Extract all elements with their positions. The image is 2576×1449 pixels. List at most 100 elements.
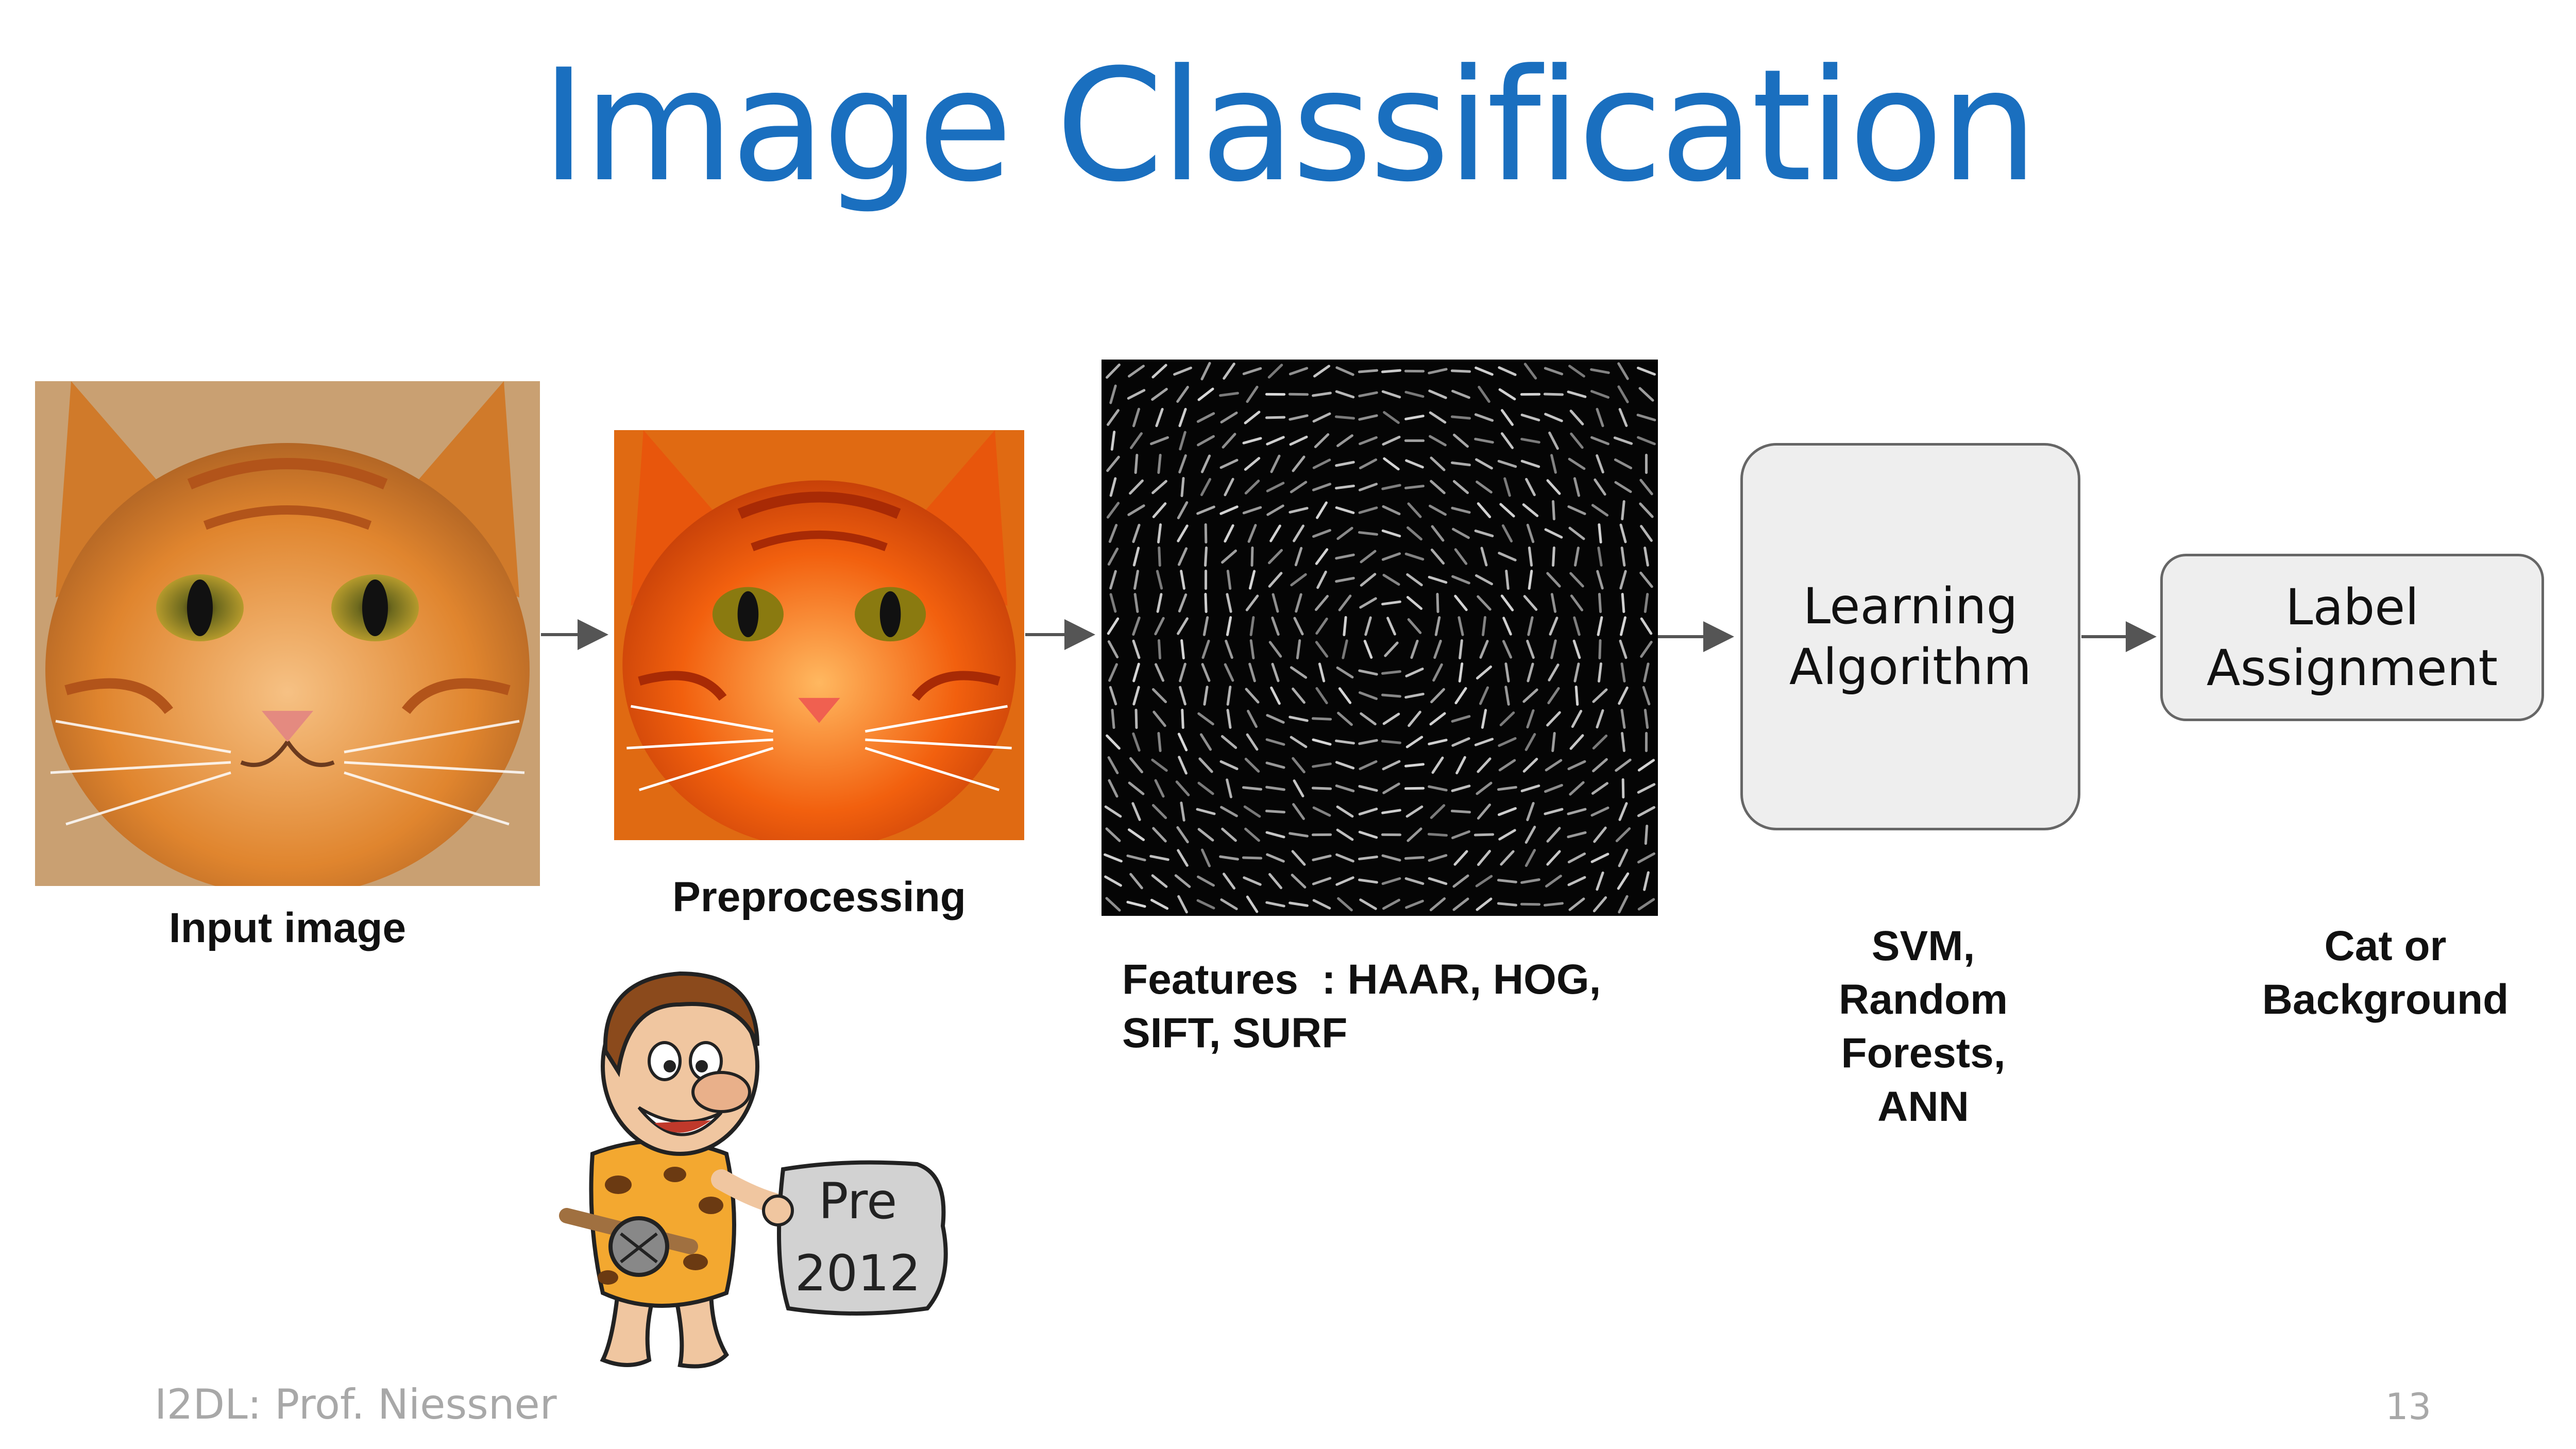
hog-cell-stroke [1501,524,1513,543]
hog-cell-stroke [1544,367,1564,376]
hog-cell-stroke [1407,618,1422,634]
hog-cell-stroke [1548,663,1560,681]
hog-cell-stroke [1157,639,1162,660]
hog-cell-stroke [1528,547,1533,567]
hog-cell-stroke [1292,687,1306,704]
hog-cell-stroke [1358,785,1378,792]
hog-cell-stroke [1129,479,1144,495]
hog-cell-stroke [1107,640,1119,659]
hog-cell-stroke [1524,848,1536,867]
hog-cell-stroke [1476,781,1493,795]
hog-cell-stroke [1359,597,1377,609]
hog-cell-stroke [1197,435,1215,447]
hog-cell-stroke [1197,712,1214,726]
hog-cell-stroke [1177,895,1188,914]
hog-cell-stroke [1290,573,1307,587]
hog-cell-stroke [1596,570,1604,590]
hog-cell-stroke [1381,854,1401,862]
hog-cell-stroke [1180,639,1185,659]
hog-cell-stroke [1360,712,1377,726]
hog-cell-stroke [1451,461,1471,467]
hog-cell-stroke [1453,850,1468,866]
hog-cell-stroke [1109,686,1117,706]
hog-cell-stroke [1614,481,1632,493]
hog-cell-stroke [1359,898,1377,910]
hog-cell-stroke [1405,899,1424,909]
hog-cell-stroke [1219,458,1239,469]
hog-cell-stroke [1107,548,1119,566]
hog-cell-stroke [1249,639,1255,659]
hog-cell-stroke [1293,779,1304,797]
hog-cell-stroke [1155,407,1164,428]
hog-cell-stroke [1567,760,1586,771]
hog-cell-stroke [1567,831,1587,839]
hog-cell-stroke [1455,756,1466,775]
hog-cell-stroke [1196,899,1215,910]
hog-cell-stroke [1381,670,1401,675]
hog-cell-stroke [1382,782,1400,794]
hog-cell-stroke [1549,617,1558,636]
hog-cell-stroke [1315,548,1329,565]
hog-cell-stroke [1545,875,1562,888]
hog-cell-stroke [1312,391,1332,397]
label-box-line1: Label [2285,578,2419,636]
hog-cell-stroke [1620,709,1626,729]
hog-cell-stroke [1151,874,1168,888]
hog-cell-stroke [1590,806,1609,817]
hog-cell-stroke [1109,477,1117,497]
hog-cell-stroke [1197,875,1215,887]
hog-cell-stroke [1454,548,1468,565]
hog-cell-stroke [1406,573,1423,587]
hog-cell-stroke [1621,500,1625,521]
hog-cell-stroke [1381,529,1401,538]
hog-cell-stroke [1199,733,1212,751]
hog-cell-stroke [1543,393,1564,396]
hog-cell-stroke [1477,502,1492,518]
hog-cell-stroke [1404,415,1425,420]
hog-cell-stroke [1271,662,1280,683]
hog-cell-stroke [1520,784,1540,793]
hog-cell-stroke [1248,662,1256,683]
hog-cell-stroke [1266,482,1285,492]
hog-cell-stroke [1292,455,1306,472]
hog-cell-stroke [1431,525,1445,542]
hog-cell-stroke [1111,708,1115,729]
hog-cell-stroke [1404,552,1425,561]
hog-cell-stroke [1404,856,1425,860]
hog-cell-stroke [1452,897,1469,911]
hog-cell-stroke [1335,576,1355,583]
hog-cell-stroke [1335,506,1355,514]
hog-cell-stroke [1132,407,1141,428]
hog-cell-stroke [1105,827,1121,842]
hog-cell-stroke [1405,667,1424,678]
hog-cell-stroke [1597,547,1603,567]
hog-cell-stroke [1221,827,1237,842]
hog-cell-stroke [1156,570,1163,590]
hog-cell-stroke [1381,369,1402,373]
hog-cell-stroke [1150,898,1169,910]
hog-cell-stroke [1570,432,1584,449]
hog-cell-stroke [1180,476,1185,498]
hog-cell-stroke [1430,548,1445,565]
hog-cell-stroke [1453,433,1469,448]
hog-cell-stroke [1545,759,1563,772]
hog-cell-stroke [1382,760,1401,771]
caveman-illustration: Pre 2012 [559,971,948,1369]
hog-cell-stroke [1335,366,1354,376]
hog-cell-stroke [1109,570,1117,590]
hog-cell-stroke [1596,407,1604,428]
hog-cell-stroke [1181,708,1184,729]
label-caption: Cat or Background [2205,919,2566,1027]
hog-cell-stroke [1226,778,1232,798]
hog-cell-stroke [1476,897,1493,911]
hog-cell-stroke [1547,687,1560,705]
hog-cell-stroke [1568,526,1585,540]
hog-cell-stroke [1316,570,1327,589]
learning-caption-line: Random [1839,976,2008,1023]
hog-cell-stroke [1316,501,1328,519]
hog-cell-stroke [1522,758,1538,773]
hog-cell-stroke [1428,877,1448,885]
hog-cell-stroke [1382,898,1400,910]
hog-cell-stroke [1591,782,1609,795]
hog-cell-stroke [1637,898,1655,911]
